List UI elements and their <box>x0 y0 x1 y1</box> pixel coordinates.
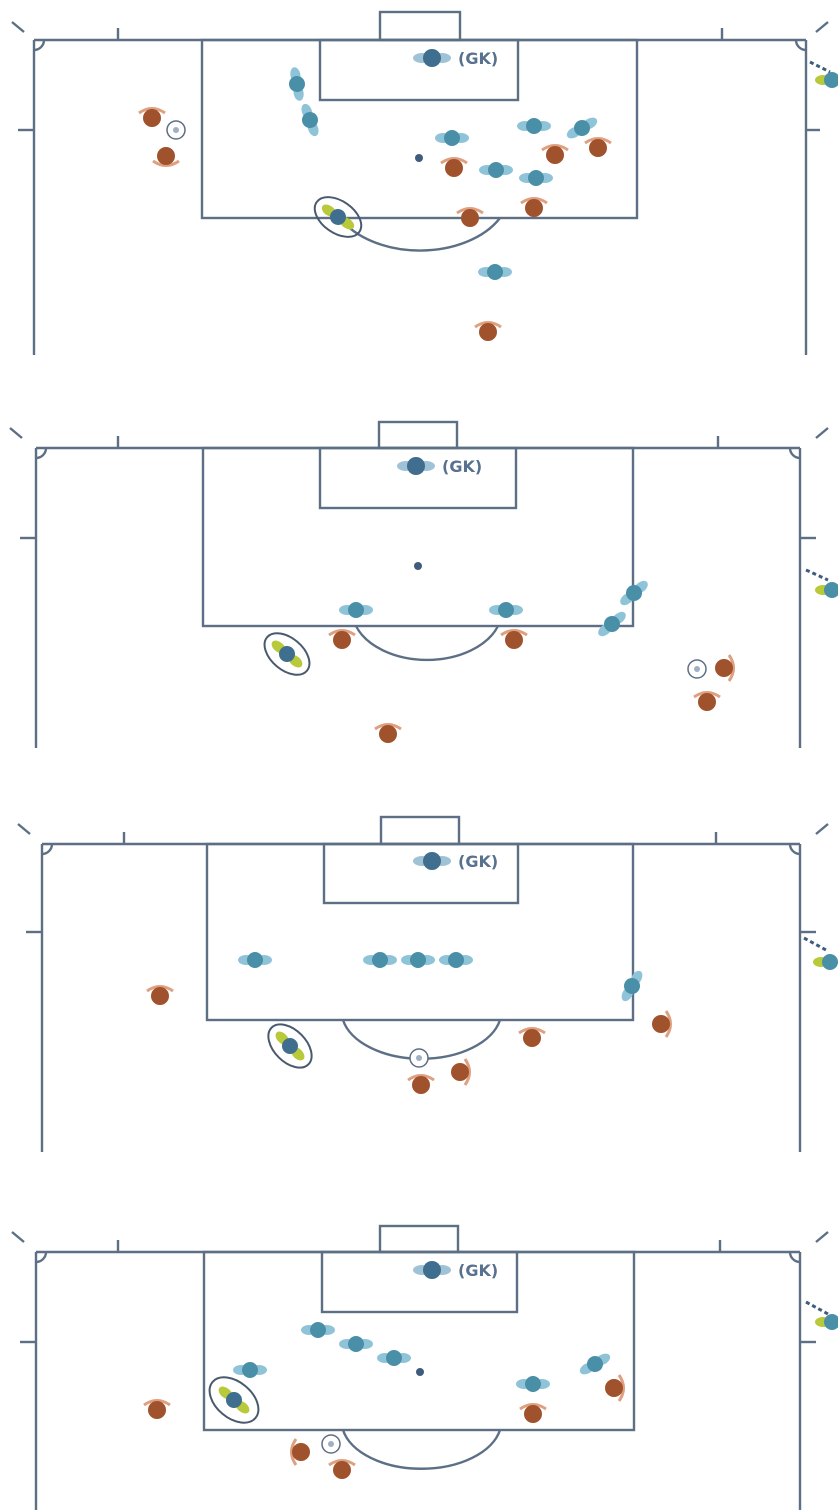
attacker-icon <box>152 147 180 167</box>
pass-arrow <box>805 1300 829 1316</box>
defender-icon <box>301 103 319 137</box>
defender-icon <box>815 1314 838 1330</box>
pass-arrow <box>809 60 831 74</box>
highlighted-player-icon <box>267 1023 313 1069</box>
attacker-icon <box>584 137 612 157</box>
defender-icon <box>519 170 553 186</box>
attacker-icon <box>143 1399 171 1419</box>
highlighted-player-icon <box>263 632 311 676</box>
attacker-icon <box>456 207 484 227</box>
highlighted-player-icon <box>313 196 363 238</box>
defender-icon <box>579 1353 611 1375</box>
defender-icon <box>566 117 598 139</box>
ball-icon <box>687 659 707 679</box>
highlighted-player-icon <box>208 1376 260 1424</box>
defender-icon <box>435 130 469 146</box>
defender-icon <box>363 952 397 968</box>
goalkeeper-label: (GK) <box>458 49 498 68</box>
goalkeeper-icon <box>413 1261 451 1279</box>
attacker-icon <box>715 654 735 682</box>
pitch-lines <box>11 10 829 355</box>
defender-icon <box>339 1336 373 1352</box>
defender-icon <box>815 582 838 598</box>
attacker-icon <box>374 723 402 743</box>
goalkeeper-label: (GK) <box>442 457 482 476</box>
ball-icon <box>321 1434 341 1454</box>
attacker-icon <box>520 197 548 217</box>
defender-icon <box>598 611 626 637</box>
defender-icon <box>621 970 643 1002</box>
attacker-icon <box>328 1459 356 1479</box>
pass-arrow <box>803 936 827 952</box>
goalkeeper-label: (GK) <box>458 1261 498 1280</box>
defender-icon <box>479 162 513 178</box>
defender-icon <box>238 952 272 968</box>
attacker-icon <box>451 1058 471 1086</box>
penalty-spot-icon <box>415 154 423 162</box>
defender-icon <box>301 1322 335 1338</box>
defender-icon <box>620 580 648 606</box>
goalkeeper-icon <box>397 457 435 475</box>
defender-icon <box>517 118 551 134</box>
penalty-spot-icon <box>414 562 422 570</box>
pitch-panel-3: (GK) <box>0 800 838 1170</box>
goalkeeper-label: (GK) <box>458 852 498 871</box>
attacker-icon <box>440 157 468 177</box>
pitch-panel-1: (GK) <box>0 0 838 380</box>
pass-arrow <box>805 568 829 582</box>
attacker-icon <box>290 1438 310 1466</box>
attacker-icon <box>519 1403 547 1423</box>
attacker-icon <box>146 985 174 1005</box>
penalty-spot-icon <box>416 1368 424 1376</box>
attacker-icon <box>652 1010 672 1038</box>
defender-icon <box>516 1376 550 1392</box>
defender-icon <box>815 72 838 88</box>
attacker-icon <box>500 629 528 649</box>
defender-icon <box>439 952 473 968</box>
defender-icon <box>377 1350 411 1366</box>
attacker-icon <box>407 1074 435 1094</box>
attacker-icon <box>605 1374 625 1402</box>
attacker-icon <box>474 321 502 341</box>
attacker-icon <box>693 691 721 711</box>
defender-icon <box>339 602 373 618</box>
pitch-panel-2: (GK) <box>0 400 838 770</box>
defender-icon <box>478 264 512 280</box>
goalkeeper-icon <box>413 49 451 67</box>
defender-icon <box>813 954 838 970</box>
defender-icon <box>489 602 523 618</box>
defender-icon <box>289 67 305 101</box>
pitch-lines <box>17 815 829 1152</box>
defender-icon <box>233 1362 267 1378</box>
goalkeeper-icon <box>413 852 451 870</box>
ball-icon <box>166 120 186 140</box>
pitch-lines <box>9 420 829 748</box>
defender-icon <box>401 952 435 968</box>
ball-icon <box>409 1048 429 1068</box>
attacker-icon <box>541 144 569 164</box>
attacker-icon <box>518 1027 546 1047</box>
attacker-icon <box>138 107 166 127</box>
pitch-panel-4: (GK) <box>0 1200 838 1510</box>
pitch-lines <box>11 1224 829 1510</box>
attacker-icon <box>328 629 356 649</box>
